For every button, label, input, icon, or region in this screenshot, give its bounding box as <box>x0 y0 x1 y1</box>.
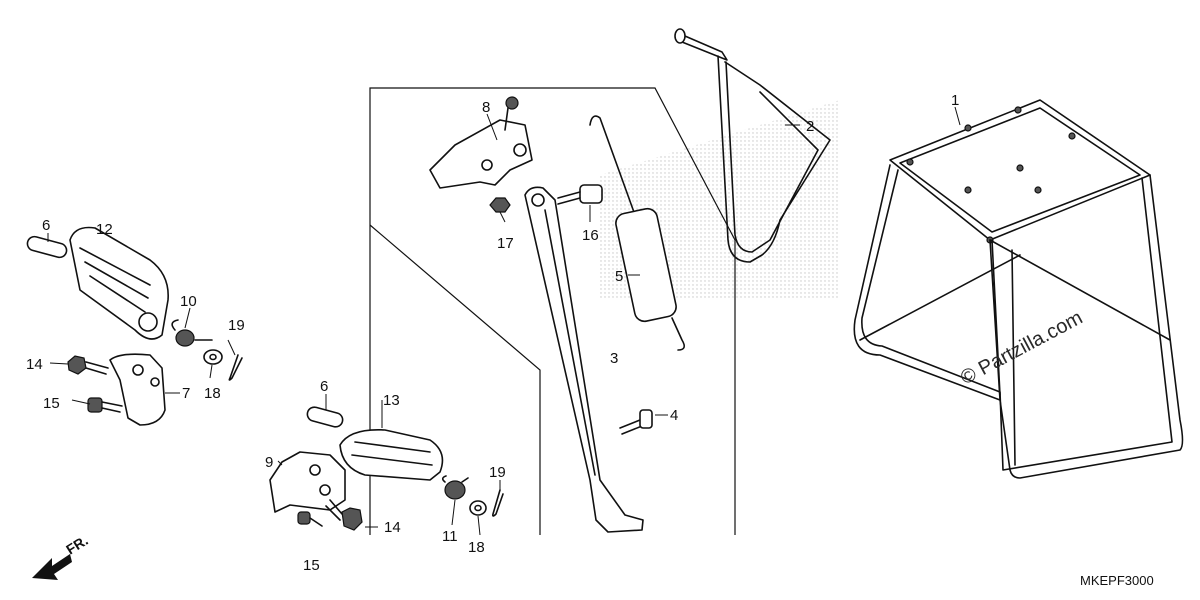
callout-2: 2 <box>806 118 814 135</box>
callout-19-upper: 19 <box>228 317 245 334</box>
callout-7: 7 <box>182 385 190 402</box>
cotter-pin-part-upper[interactable] <box>228 354 243 381</box>
washer-part-lower[interactable] <box>469 500 487 516</box>
footpeg-spring-part-lower[interactable] <box>441 475 469 500</box>
callout-6-upper: 6 <box>42 217 50 234</box>
nut-part[interactable] <box>489 197 511 213</box>
callout-4: 4 <box>670 407 678 424</box>
callout-9: 9 <box>265 454 273 471</box>
callout-19-lower: 19 <box>489 464 506 481</box>
spring-part[interactable] <box>589 115 686 351</box>
leader-lines <box>47 106 961 536</box>
callout-18-lower: 18 <box>468 539 485 556</box>
callout-10: 10 <box>180 293 197 310</box>
callout-14-lower: 14 <box>384 519 401 536</box>
flange-bolt-part-lower[interactable] <box>325 499 363 531</box>
callout-6-lower: 6 <box>320 378 328 395</box>
footpeg-left-part[interactable] <box>69 226 169 340</box>
sidestand-group-divider <box>369 224 541 535</box>
callout-14-upper: 14 <box>26 356 43 373</box>
footpeg-bracket-left-part[interactable] <box>109 353 166 426</box>
pivot-bolt-part[interactable] <box>557 184 603 205</box>
sidestand-group-frame <box>369 87 736 535</box>
flange-bolt-part-upper[interactable] <box>67 355 109 375</box>
small-bolt-part[interactable] <box>619 409 653 435</box>
triangle-stand-part[interactable] <box>674 28 831 263</box>
callout-12: 12 <box>96 221 113 238</box>
callout-16: 16 <box>582 227 599 244</box>
watermark: © Partzilla.com <box>957 307 1086 390</box>
stand-box-part[interactable] <box>853 99 1184 479</box>
callout-11: 11 <box>442 528 458 545</box>
pin-part-lower[interactable] <box>306 406 344 429</box>
callout-1: 1 <box>951 92 959 109</box>
cotter-pin-part-lower[interactable] <box>492 489 504 517</box>
callout-15-lower: 15 <box>303 557 320 574</box>
callout-numbers: 1 2 3 4 5 6 6 7 8 9 10 11 12 13 14 14 15… <box>26 92 959 574</box>
callout-18-upper: 18 <box>204 385 221 402</box>
diagram-code: MKEPF3000 <box>1080 573 1154 588</box>
pin-part-upper[interactable] <box>26 235 68 259</box>
bolt-part-lower[interactable] <box>297 511 323 527</box>
callout-8: 8 <box>482 99 490 116</box>
bolt-part-upper[interactable] <box>87 397 123 413</box>
callout-5: 5 <box>615 268 623 285</box>
callout-17: 17 <box>497 235 514 252</box>
footpeg-right-part[interactable] <box>339 428 444 481</box>
washer-part-upper[interactable] <box>203 349 223 365</box>
callout-15-upper: 15 <box>43 395 60 412</box>
footpeg-spring-part-upper[interactable] <box>171 319 213 347</box>
front-direction-arrow: FR. <box>32 532 91 580</box>
callout-3: 3 <box>610 350 618 367</box>
side-stand-part[interactable] <box>524 186 644 533</box>
front-label: FR. <box>63 532 91 558</box>
footpeg-bracket-right-part[interactable] <box>269 451 346 513</box>
sidestand-bracket-part[interactable] <box>429 96 533 189</box>
callout-13: 13 <box>383 392 400 409</box>
